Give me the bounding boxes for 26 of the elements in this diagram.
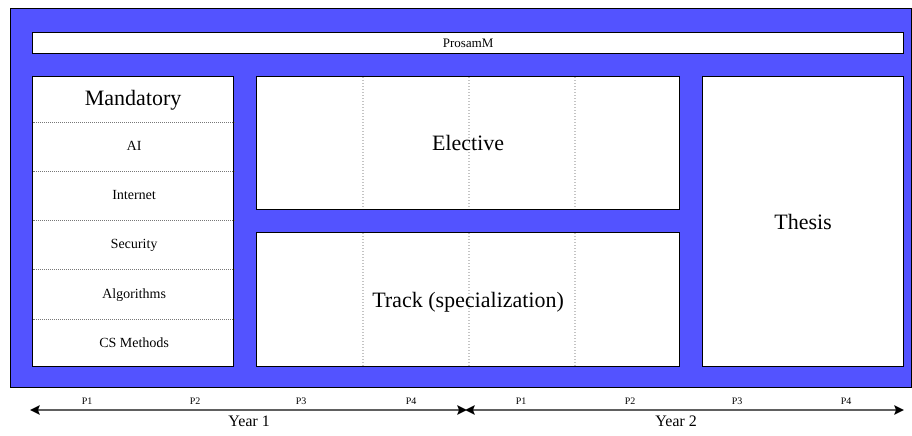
node-label: Mandatory <box>84 85 182 111</box>
header-bar <box>32 32 904 54</box>
node-label: Track (specialization) <box>372 286 564 312</box>
panel-background <box>10 8 912 388</box>
period-label: P1 <box>82 396 92 407</box>
period-label: P1 <box>516 396 526 407</box>
node-label: Thesis <box>774 208 832 234</box>
column-box <box>32 76 234 367</box>
node-label: Security <box>110 237 158 253</box>
period-label: P3 <box>296 396 306 407</box>
block-box <box>256 232 680 367</box>
period-label: P2 <box>190 396 200 407</box>
block-box <box>256 76 680 210</box>
year-label: Year 1 <box>228 413 270 431</box>
period-label: P4 <box>840 396 852 407</box>
period-label: P3 <box>732 396 742 407</box>
node-label: Internet <box>112 188 156 204</box>
period-label: P2 <box>624 396 636 407</box>
node-label: Algorithms <box>102 286 166 302</box>
block-box <box>702 76 904 367</box>
node-label: ProsamM <box>442 35 494 51</box>
node-label: Elective <box>432 130 504 156</box>
period-label: P4 <box>406 396 416 407</box>
year-label: Year 2 <box>655 413 697 431</box>
node-label: CS Methods <box>99 336 169 352</box>
node-label: AI <box>126 139 142 155</box>
